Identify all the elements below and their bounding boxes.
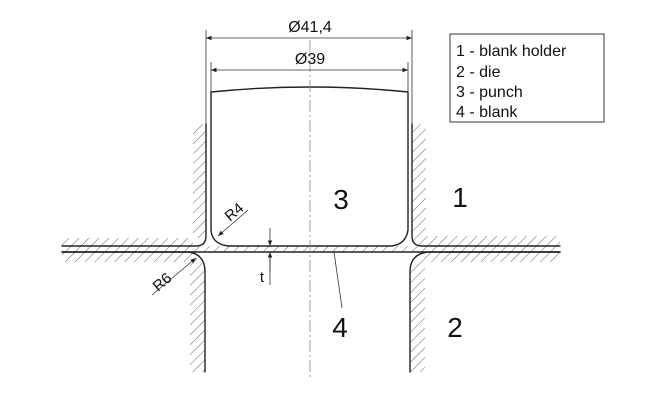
blank-holder-left <box>62 124 206 246</box>
legend-item: 3 - punch <box>456 84 523 101</box>
legend-item: 1 - blank holder <box>456 43 567 60</box>
thickness-label: t <box>260 269 265 286</box>
blank-holder-right <box>412 124 560 246</box>
outer-diameter-label: Ø41,4 <box>288 19 332 36</box>
blank-wall-left <box>61 123 207 247</box>
die-right <box>410 252 560 372</box>
outer-diameter-dimension: Ø41,4 <box>205 19 413 124</box>
inner-diameter-dimension: Ø39 <box>210 51 409 92</box>
part-number-blank: 4 <box>332 312 348 343</box>
inner-diameter-label: Ø39 <box>295 51 325 68</box>
punch-radius-dimension: R4 <box>217 200 249 237</box>
die-left <box>62 252 205 372</box>
part-number-blank-holder: 1 <box>452 182 468 213</box>
part-number-die: 2 <box>447 312 463 343</box>
blank-leader <box>333 251 343 309</box>
punch-radius-label: R4 <box>222 200 248 225</box>
die-edge-right <box>409 251 561 373</box>
die-edge-left <box>61 251 206 373</box>
blank-wall-right <box>411 123 561 247</box>
thickness-dimension: t <box>260 228 273 286</box>
punch-outline <box>210 86 409 247</box>
legend-item: 4 - blank <box>456 104 518 121</box>
legend-item: 2 - die <box>456 64 501 81</box>
legend-frame <box>449 33 605 123</box>
die-radius-dimension: R6 <box>150 257 197 296</box>
part-number-punch: 3 <box>333 184 349 215</box>
legend: 1 - blank holder 2 - die 3 - punch 4 - b… <box>449 33 605 123</box>
die-radius-label: R6 <box>150 270 176 295</box>
blank-strip <box>62 246 560 252</box>
